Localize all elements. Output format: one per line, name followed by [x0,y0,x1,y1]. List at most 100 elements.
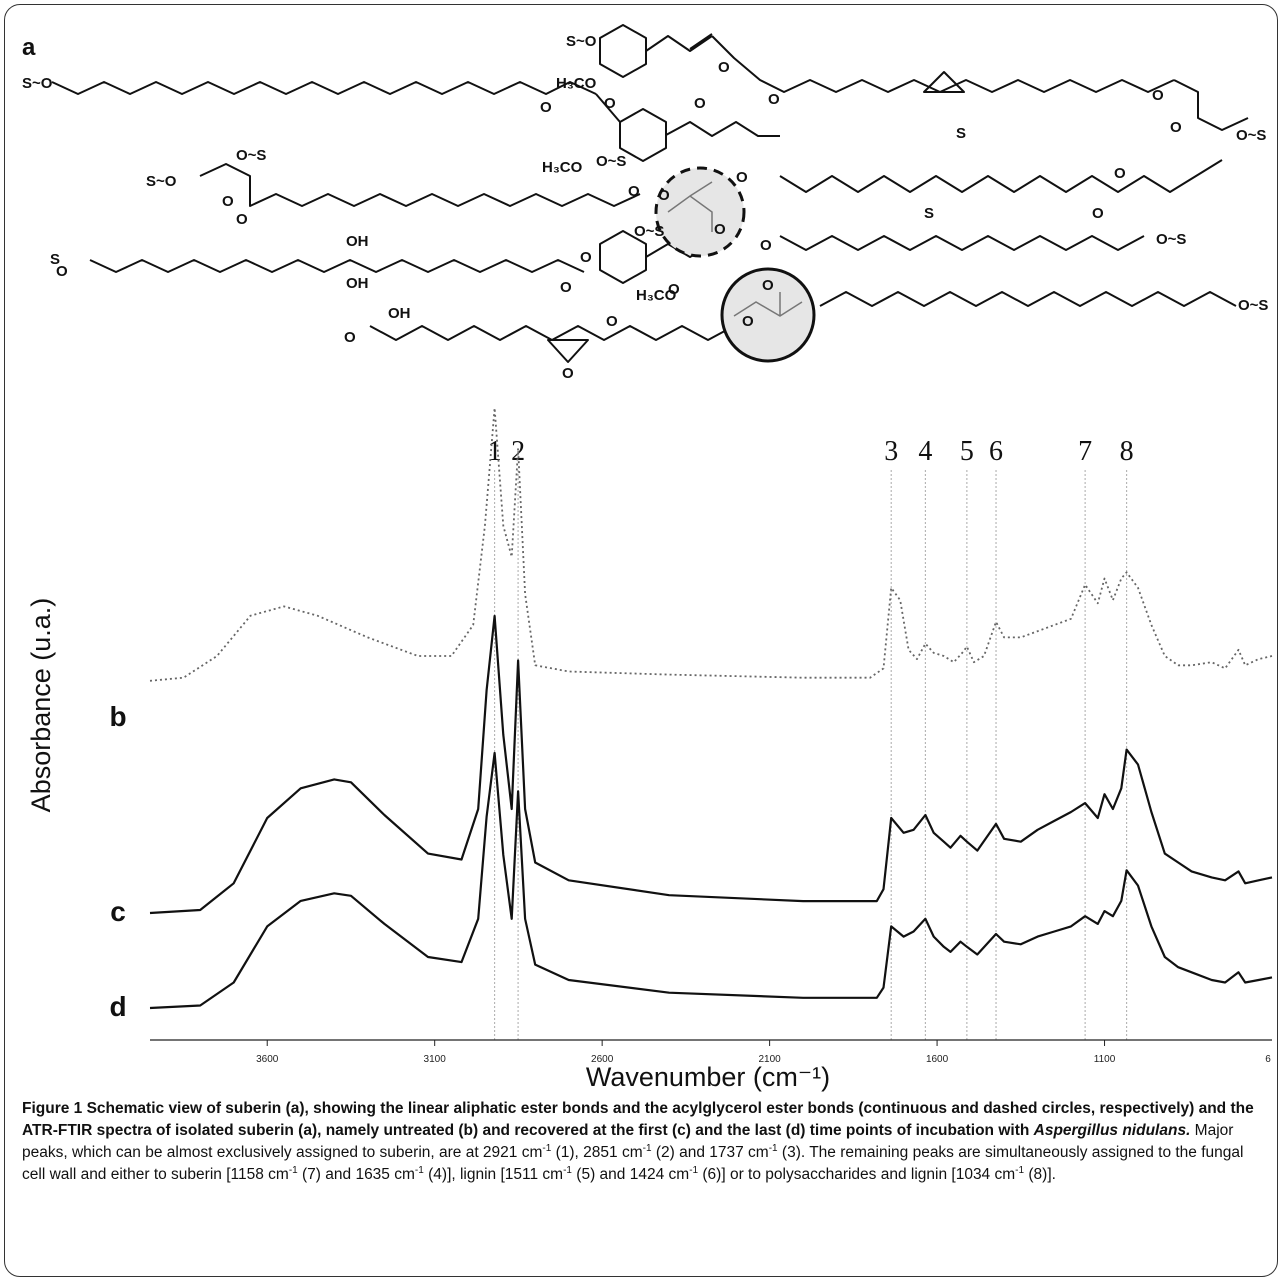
ring-row2 [619,108,667,162]
atom-label: S~O [146,173,177,190]
peak-label-7: 7 [1078,436,1092,467]
atom-label: O [580,249,592,266]
atom-label: O [768,91,780,108]
figure-caption: Figure 1 Schematic view of suberin (a), … [22,1098,1262,1186]
spectrum-trace-b [149,407,1273,682]
atom-label: O [1152,87,1164,104]
chain-row5 [819,291,1237,307]
atom-label: OH [346,233,369,250]
atom-label: O [222,193,234,210]
caption-sup: -1 [642,1142,652,1154]
caption-text: (8)]. [1024,1166,1056,1183]
trace-letter-b: b [109,701,126,732]
caption-text: (4)], lignin [1511 cm [423,1166,564,1183]
atom-label: O [714,221,726,238]
atom-label: O [1114,165,1126,182]
atom-label: S~O [22,75,53,92]
x-axis-title: Wavenumber (cm⁻¹) [586,1062,830,1092]
ring-row4 [599,230,647,284]
atom-label: O~S [1238,297,1268,314]
spectra-traces [149,407,1273,1010]
caption-sup: -1 [689,1164,699,1176]
atom-label: H₃CO [542,159,583,176]
atom-label: O [560,279,572,296]
peak-label-5: 5 [960,436,974,467]
caption-sup: -1 [1015,1164,1025,1176]
atom-label: O [604,95,616,112]
atom-label: O [668,281,680,298]
trace-letter-d: d [109,991,126,1022]
chain-row2 [51,81,597,95]
atom-label: O [344,329,356,346]
atom-label: O~S [596,153,626,170]
panel-label-a: a [22,34,36,61]
chain-row3 [199,163,641,207]
atom-label: OH [388,305,411,322]
atom-label: H₃CO [636,287,677,304]
peak-label-6: 6 [989,436,1003,467]
atom-label: O [562,365,574,382]
epoxide-bottom [547,339,589,363]
atom-label: O [1170,119,1182,136]
caption-text: (7) and 1635 cm [297,1166,415,1183]
x-tick-label: 3100 [424,1054,447,1065]
peak-label-8: 8 [1120,436,1134,467]
caption-sup: -1 [288,1164,298,1176]
atom-label: O [742,313,754,330]
chain-row6 [369,325,761,341]
spectrum-trace-c [149,614,1273,915]
atom-label: O~S [1236,127,1266,144]
atom-label: O [694,95,706,112]
atom-label: O [760,237,772,254]
atom-label: O [1092,205,1104,222]
x-tick-label: 3600 [256,1054,279,1065]
caption-text: (3). The remaining peaks are simultaneou… [22,1144,1244,1183]
atom-label: O [658,187,670,204]
atom-label: S~O [566,33,597,50]
chain-row4 [89,259,585,273]
trace-letters: bcd [109,701,126,1022]
chain-row4-right [779,235,1145,251]
atom-label: O [540,99,552,116]
suberin-structure-diagram: S~O H₃CO O S~O O O O H₃CO O O~S S~O O~S … [22,24,1268,382]
caption-text: (2) and 1737 cm [651,1144,769,1161]
atom-label: O [236,211,248,228]
peak-marker-lines [494,470,1128,1040]
epoxide-top [923,71,965,93]
atom-label: OH [346,275,369,292]
ring-top-right [599,24,647,78]
peak-label-3: 3 [884,436,898,467]
spectrum-trace-d [149,751,1273,1010]
atom-label: O [762,277,774,294]
figure-frame [4,4,1278,1277]
caption-sup: -1 [563,1164,572,1176]
atom-label: S [924,205,934,222]
y-axis-title: Absorbance (u.a.) [26,598,56,813]
x-tick-label: 2600 [591,1054,614,1065]
atom-label: O [56,263,68,280]
peak-label-4: 4 [918,436,932,467]
atom-label: O [736,169,748,186]
acylglycerol-dashed-circle [654,166,746,258]
caption-sup: -1 [414,1164,424,1176]
atom-label: O~S [634,223,664,240]
caption-organism: Aspergillus nidulans. [1033,1122,1191,1139]
atom-label: O [606,313,618,330]
caption-text: Major peaks, which can be almost exclusi… [22,1122,1234,1161]
caption-text: (5) and 1424 cm [572,1166,690,1183]
atom-label: H₃CO [556,75,597,92]
atom-label: S [956,125,966,142]
linear-ester-circle [720,267,816,363]
atom-label: O [718,59,730,76]
atom-label: S [50,251,60,268]
x-tick-label: 6 [1265,1054,1271,1065]
x-tick-label: 2100 [758,1054,781,1065]
atom-label: O [628,183,640,200]
caption-text: (6)] or to polysaccharides and lignin [1… [698,1166,1016,1183]
caption-text: (1), 2851 cm [551,1144,643,1161]
atom-label: O~S [1156,231,1186,248]
caption-sup: -1 [768,1142,778,1154]
caption-heading-text: Figure 1 Schematic view of suberin (a), … [22,1100,1254,1139]
